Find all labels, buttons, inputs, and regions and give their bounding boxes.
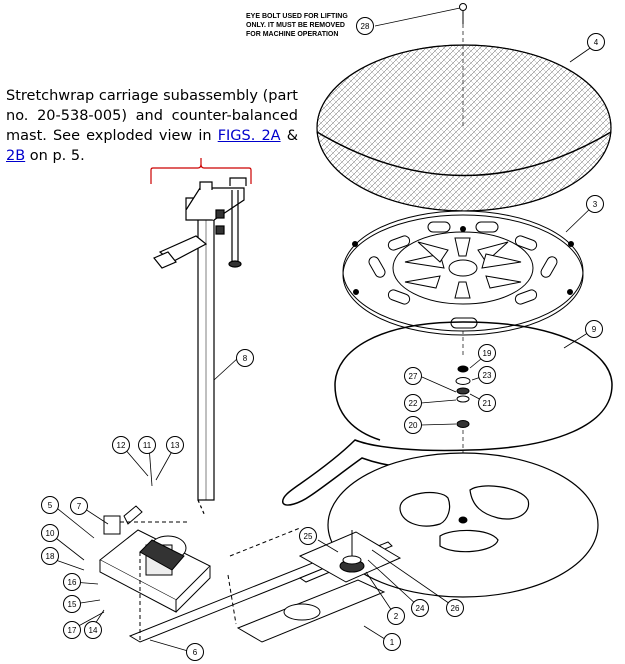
note-text-end: on p. 5. [25, 148, 85, 164]
balloon-7: 7 [70, 497, 88, 515]
balloon-label: 28 [361, 22, 370, 31]
balloon-20: 20 [404, 416, 422, 434]
balloon-24: 24 [411, 599, 429, 617]
balloon-28: 28 [356, 17, 374, 35]
hub-stack [455, 365, 471, 524]
balloon-19: 19 [478, 344, 496, 362]
balloon-label: 14 [89, 626, 98, 635]
balloon-label: 5 [48, 501, 53, 510]
balloon-label: 11 [143, 441, 152, 450]
diamond-plate-top [316, 44, 612, 212]
balloon-label: 2 [394, 612, 399, 621]
balloon-3: 3 [586, 195, 604, 213]
balloon-26: 26 [446, 599, 464, 617]
balloon-label: 22 [409, 399, 418, 408]
balloon-27: 27 [404, 367, 422, 385]
balloon-label: 1 [390, 638, 395, 647]
balloon-label: 23 [483, 371, 492, 380]
balloon-label: 16 [68, 578, 77, 587]
balloon-1: 1 [383, 633, 401, 651]
drive-chain [282, 321, 613, 506]
balloon-label: 17 [68, 626, 77, 635]
balloon-22: 22 [404, 394, 422, 412]
balloon-17: 17 [63, 621, 81, 639]
balloon-11: 11 [138, 436, 156, 454]
balloon-4: 4 [587, 33, 605, 51]
balloon-6: 6 [186, 643, 204, 661]
balloon-label: 15 [68, 600, 77, 609]
warning-line-3: FOR MACHINE OPERATION [246, 31, 339, 38]
balloon-18: 18 [41, 547, 59, 565]
mast-bracket [150, 158, 252, 184]
balloon-13: 13 [166, 436, 184, 454]
balloon-label: 27 [409, 372, 418, 381]
balloon-21: 21 [478, 394, 496, 412]
drive-motor [99, 505, 211, 613]
fig-2b-link[interactable]: 2B [6, 148, 26, 164]
balloon-14: 14 [84, 621, 102, 639]
turntable-frame [342, 210, 584, 336]
eye-bolt-warning: EYE BOLT USED FOR LIFTING ONLY. IT MUST … [246, 12, 366, 39]
balloon-label: 8 [243, 354, 248, 363]
balloon-label: 9 [592, 325, 597, 334]
balloon-5: 5 [41, 496, 59, 514]
balloon-16: 16 [63, 573, 81, 591]
carriage-note: Stretchwrap carriage subassembly (part n… [6, 86, 298, 166]
balloon-label: 7 [77, 502, 82, 511]
warning-line-2: ONLY. IT MUST BE REMOVED [246, 22, 345, 29]
balloon-label: 6 [193, 648, 198, 657]
sprocket-plate [298, 530, 402, 583]
balloon-12: 12 [112, 436, 130, 454]
note-text: Stretchwrap carriage subassembly (part n… [6, 88, 298, 144]
balloon-10: 10 [41, 524, 59, 542]
balloon-label: 13 [171, 441, 180, 450]
balloon-label: 18 [46, 552, 55, 561]
figs-2a-link[interactable]: FIGS. 2A [217, 128, 281, 144]
balloon-9: 9 [585, 320, 603, 338]
balloon-label: 20 [409, 421, 418, 430]
balloon-label: 26 [451, 604, 460, 613]
balloon-25: 25 [299, 527, 317, 545]
balloon-15: 15 [63, 595, 81, 613]
balloon-label: 24 [416, 604, 425, 613]
warning-line-1: EYE BOLT USED FOR LIFTING [246, 13, 348, 20]
lower-disc [327, 452, 599, 598]
balloon-label: 4 [594, 38, 599, 47]
mast [153, 177, 247, 517]
note-amp: & [280, 128, 299, 144]
balloon-label: 3 [593, 200, 598, 209]
balloon-label: 21 [483, 399, 492, 408]
balloon-label: 10 [46, 529, 55, 538]
balloon-label: 25 [304, 532, 313, 541]
balloon-23: 23 [478, 366, 496, 384]
balloon-2: 2 [387, 607, 405, 625]
balloon-label: 12 [117, 441, 126, 450]
balloon-label: 19 [483, 349, 492, 358]
balloon-8: 8 [236, 349, 254, 367]
